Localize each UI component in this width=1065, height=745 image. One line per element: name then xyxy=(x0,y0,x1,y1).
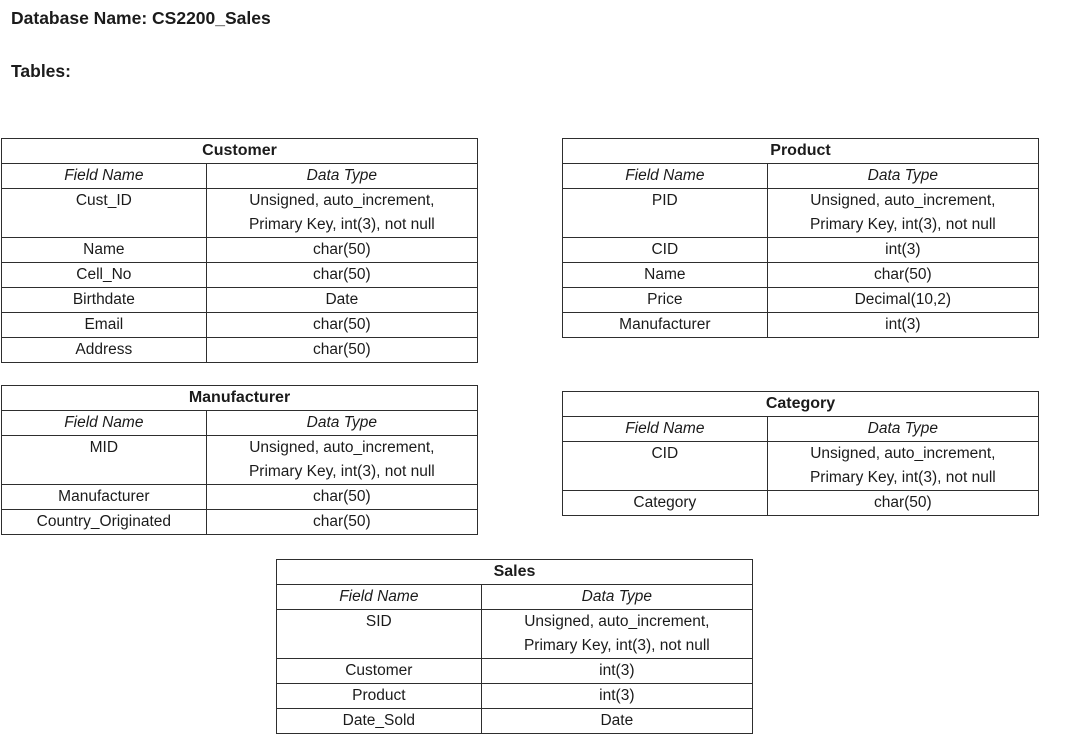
column-header-field-name: Field Name xyxy=(562,163,768,189)
data-type-cell: Date xyxy=(205,287,479,313)
data-type-cell: Unsigned, auto_increment, Primary Key, i… xyxy=(205,435,479,485)
column-header-data-type: Data Type xyxy=(205,410,479,436)
field-name-cell: Birthdate xyxy=(1,287,207,313)
column-header-row: Field Name Data Type xyxy=(1,163,479,189)
data-type-cell: char(50) xyxy=(205,337,479,363)
table-row: Name char(50) xyxy=(1,237,479,263)
data-type-cell: Unsigned, auto_increment, Primary Key, i… xyxy=(766,188,1040,238)
column-header-field-name: Field Name xyxy=(1,410,207,436)
table-title: Customer xyxy=(1,138,478,164)
table-title-row: Product xyxy=(562,138,1039,164)
data-type-cell: Unsigned, auto_increment, Primary Key, i… xyxy=(766,441,1040,491)
database-name-heading: Database Name: CS2200_Sales xyxy=(11,8,271,28)
product-table: Product Field Name Data Type PID Unsigne… xyxy=(562,138,1040,338)
table-row: CID int(3) xyxy=(562,237,1040,263)
table-title: Manufacturer xyxy=(1,385,478,411)
data-type-cell: Unsigned, auto_increment, Primary Key, i… xyxy=(480,609,754,659)
field-name-cell: SID xyxy=(276,609,482,659)
table-title: Category xyxy=(562,391,1039,417)
tables-heading: Tables: xyxy=(11,61,71,81)
data-type-cell: int(3) xyxy=(766,312,1040,338)
field-name-cell: Price xyxy=(562,287,768,313)
field-name-cell: Customer xyxy=(276,658,482,684)
customer-table: Customer Field Name Data Type Cust_ID Un… xyxy=(1,138,479,363)
column-header-row: Field Name Data Type xyxy=(562,416,1040,442)
field-name-cell: Address xyxy=(1,337,207,363)
data-type-cell: char(50) xyxy=(205,509,479,535)
data-type-cell: int(3) xyxy=(480,658,754,684)
data-type-cell: char(50) xyxy=(205,484,479,510)
field-name-cell: Product xyxy=(276,683,482,709)
field-name-cell: Name xyxy=(1,237,207,263)
table-row: Date_Sold Date xyxy=(276,708,754,734)
table-row: Birthdate Date xyxy=(1,287,479,313)
field-name-cell: Cell_No xyxy=(1,262,207,288)
table-row: Cust_ID Unsigned, auto_increment, Primar… xyxy=(1,188,479,238)
sales-table: Sales Field Name Data Type SID Unsigned,… xyxy=(276,559,754,734)
table-row: Price Decimal(10,2) xyxy=(562,287,1040,313)
data-type-cell: int(3) xyxy=(766,237,1040,263)
table-row: Product int(3) xyxy=(276,683,754,709)
table-row: Address char(50) xyxy=(1,337,479,363)
category-table: Category Field Name Data Type CID Unsign… xyxy=(562,391,1040,516)
data-type-cell: char(50) xyxy=(205,312,479,338)
table-row: Name char(50) xyxy=(562,262,1040,288)
field-name-cell: Category xyxy=(562,490,768,516)
data-type-cell: Date xyxy=(480,708,754,734)
field-name-cell: Country_Originated xyxy=(1,509,207,535)
data-type-cell: char(50) xyxy=(766,262,1040,288)
column-header-field-name: Field Name xyxy=(562,416,768,442)
column-header-row: Field Name Data Type xyxy=(276,584,754,610)
field-name-cell: CID xyxy=(562,441,768,491)
table-row: Manufacturer char(50) xyxy=(1,484,479,510)
column-header-row: Field Name Data Type xyxy=(562,163,1040,189)
column-header-data-type: Data Type xyxy=(766,163,1040,189)
table-row: Country_Originated char(50) xyxy=(1,509,479,535)
manufacturer-table: Manufacturer Field Name Data Type MID Un… xyxy=(1,385,479,535)
field-name-cell: CID xyxy=(562,237,768,263)
table-title-row: Category xyxy=(562,391,1039,417)
table-row: Category char(50) xyxy=(562,490,1040,516)
table-title: Product xyxy=(562,138,1039,164)
field-name-cell: Manufacturer xyxy=(562,312,768,338)
data-type-cell: Unsigned, auto_increment, Primary Key, i… xyxy=(205,188,479,238)
field-name-cell: Manufacturer xyxy=(1,484,207,510)
data-type-cell: char(50) xyxy=(766,490,1040,516)
table-title-row: Sales xyxy=(276,559,753,585)
column-header-data-type: Data Type xyxy=(480,584,754,610)
table-row: Manufacturer int(3) xyxy=(562,312,1040,338)
data-type-cell: char(50) xyxy=(205,262,479,288)
table-title-row: Customer xyxy=(1,138,478,164)
field-name-cell: Email xyxy=(1,312,207,338)
table-title: Sales xyxy=(276,559,753,585)
table-row: Cell_No char(50) xyxy=(1,262,479,288)
table-row: Email char(50) xyxy=(1,312,479,338)
data-type-cell: int(3) xyxy=(480,683,754,709)
table-row: Customer int(3) xyxy=(276,658,754,684)
field-name-cell: MID xyxy=(1,435,207,485)
table-row: PID Unsigned, auto_increment, Primary Ke… xyxy=(562,188,1040,238)
table-row: CID Unsigned, auto_increment, Primary Ke… xyxy=(562,441,1040,491)
column-header-row: Field Name Data Type xyxy=(1,410,479,436)
column-header-field-name: Field Name xyxy=(276,584,482,610)
table-row: SID Unsigned, auto_increment, Primary Ke… xyxy=(276,609,754,659)
data-type-cell: Decimal(10,2) xyxy=(766,287,1040,313)
field-name-cell: Date_Sold xyxy=(276,708,482,734)
field-name-cell: Cust_ID xyxy=(1,188,207,238)
column-header-data-type: Data Type xyxy=(766,416,1040,442)
column-header-field-name: Field Name xyxy=(1,163,207,189)
column-header-data-type: Data Type xyxy=(205,163,479,189)
field-name-cell: Name xyxy=(562,262,768,288)
table-title-row: Manufacturer xyxy=(1,385,478,411)
table-row: MID Unsigned, auto_increment, Primary Ke… xyxy=(1,435,479,485)
field-name-cell: PID xyxy=(562,188,768,238)
data-type-cell: char(50) xyxy=(205,237,479,263)
